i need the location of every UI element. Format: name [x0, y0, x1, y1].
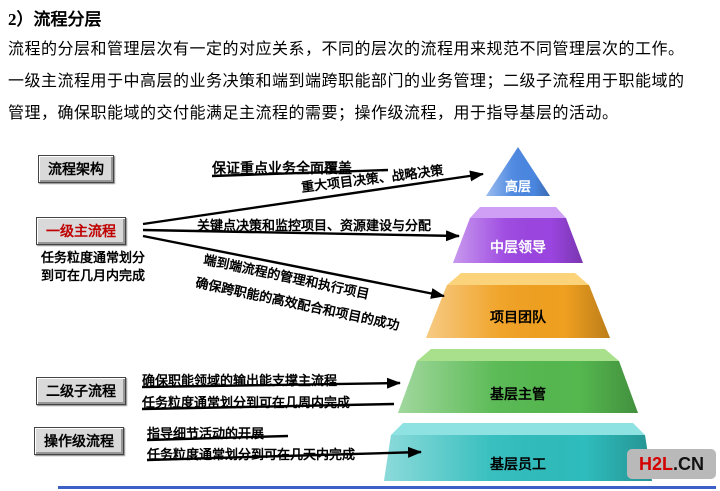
- operation-granularity-note: 任务粒度通常划分到可在几天内完成: [147, 447, 356, 462]
- pyramid-level-supervisor-top: [417, 349, 619, 361]
- pyramid-level-staff-top: [391, 423, 645, 435]
- level1-granularity-line2: 到可在几月内完成: [41, 268, 146, 283]
- pyramid-label-project: 项目团队: [490, 309, 546, 325]
- architecture-note: 保证重点业务全面覆盖: [212, 160, 352, 176]
- pyramid-level-project-sheen: [426, 285, 610, 338]
- intro-line-3: 管理，确保职能域的交付能满足主流程的需要；操作级流程，用于指导基层的活动。: [8, 105, 619, 122]
- page-title: 2）流程分层: [8, 10, 102, 29]
- arrow-to-staff-level: [146, 446, 422, 462]
- operation-note: 指导细节活动的开展: [147, 426, 265, 441]
- pyramid-level-top-sheen: [486, 147, 550, 196]
- process-architecture-box: 流程架构: [38, 155, 114, 183]
- pyramid-label-staff: 基层员工: [490, 456, 546, 472]
- pyramid-label-top: 高层: [504, 179, 531, 194]
- architecture-note-underline: [211, 168, 389, 178]
- site-logo-red: H2L: [638, 453, 673, 474]
- arrow-to-project-level: [142, 234, 445, 299]
- level2-process-box: 二级子流程: [36, 377, 126, 405]
- pyramid-level-middle-top: [470, 207, 566, 218]
- level2-note: 确保职能领域的输出能支撑主流程: [142, 373, 338, 388]
- level1-granularity-line1: 任务粒度通常划分: [41, 250, 146, 265]
- operation-process-box: 操作级流程: [34, 427, 124, 455]
- pyramid-label-middle: 中层领导: [490, 239, 546, 255]
- pyramid-label-supervisor: 基层主管: [490, 386, 546, 402]
- intro-line-1: 流程的分层和管理层次有一定的对应关系，不同的层次的流程用来规范不同管理层次的工作…: [8, 41, 685, 58]
- intro-paragraph: 流程的分层和管理层次有一定的对应关系，不同的层次的流程用来规范不同管理层次的工作…: [8, 34, 716, 130]
- arrow-to-top-level: [142, 170, 484, 226]
- arrow-to-supervisor-level: [141, 377, 401, 389]
- arrow-to-middle-level: [142, 228, 460, 242]
- pyramid-level-project-top: [447, 273, 589, 285]
- pyramid-level-middle-sheen: [453, 218, 583, 263]
- level2-granularity-note: 任务粒度通常划分到可在几周内完成: [142, 395, 351, 410]
- site-logo-black: .CN: [673, 453, 704, 474]
- pyramid-level-staff-sheen: [384, 435, 652, 481]
- bottom-divider: [58, 486, 716, 489]
- level2-granularity-underline: [141, 402, 395, 411]
- middle-level-note: 关键点决策和监控项目、资源建设与分配: [197, 218, 432, 233]
- level1-process-box: 一级主流程: [36, 217, 126, 245]
- operation-note-underline: [146, 434, 289, 442]
- intro-line-2: 一级主流程用于中高层的业务决策和端到端跨职能部门的业务管理；二级子流程用于职能域…: [8, 73, 685, 90]
- pyramid-level-supervisor-sheen: [398, 361, 638, 413]
- site-logo: H2L.CN: [627, 449, 716, 479]
